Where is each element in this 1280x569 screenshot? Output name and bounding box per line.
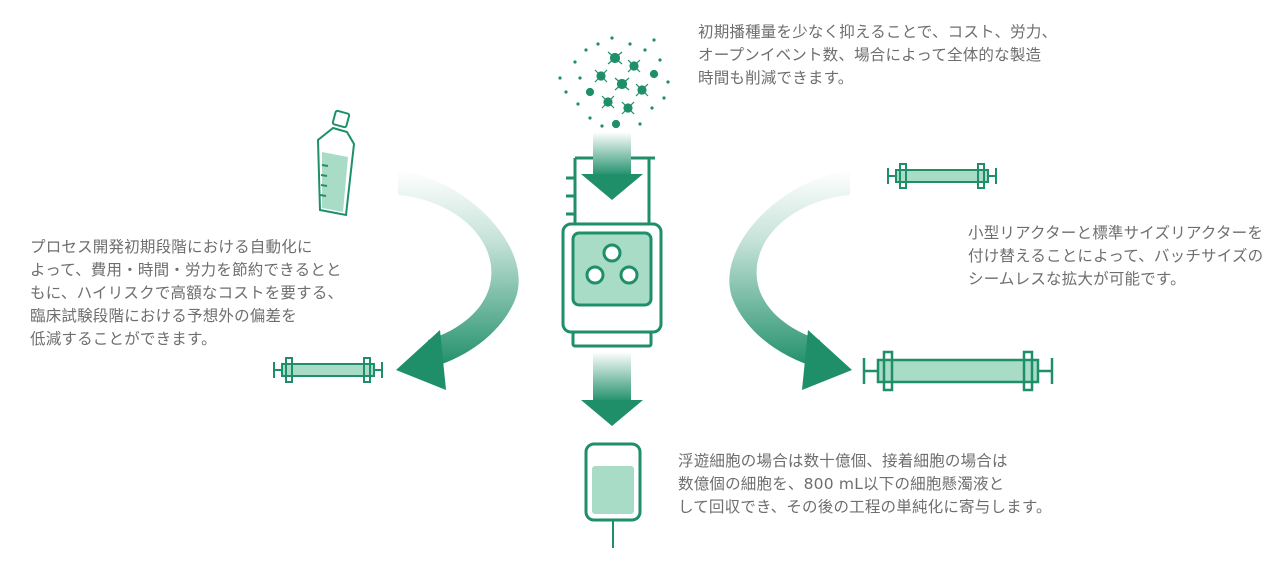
right-curved-arrow (729, 170, 852, 390)
small-reactor-right-icon (887, 163, 997, 189)
harvest-description: 浮遊細胞の場合は数十億個、接着細胞の場合は 数億個の細胞を、800 mL以下の細… (678, 452, 1052, 516)
bioreactor-device-icon (561, 156, 663, 348)
seeding-arrow (581, 132, 643, 200)
scale-up-description: 小型リアクターと標準サイズリアクターを 付け替えることによって、バッチサイズの … (968, 224, 1264, 288)
left-curved-arrow (396, 170, 519, 390)
culture-flask-icon (316, 109, 356, 217)
automation-description: プロセス開発初期段階における自動化に よって、費用・時間・労力を節約できるとと … (30, 238, 344, 348)
harvest-arrow (581, 352, 643, 426)
large-reactor-icon (862, 350, 1054, 392)
collection-bag-icon (584, 442, 642, 548)
cells-icon (558, 36, 670, 129)
small-reactor-left-icon (273, 357, 383, 383)
seeding-description: 初期播種量を少なく抑えることで、コスト、労力、 オープンイベント数、場合によって… (698, 23, 1058, 87)
